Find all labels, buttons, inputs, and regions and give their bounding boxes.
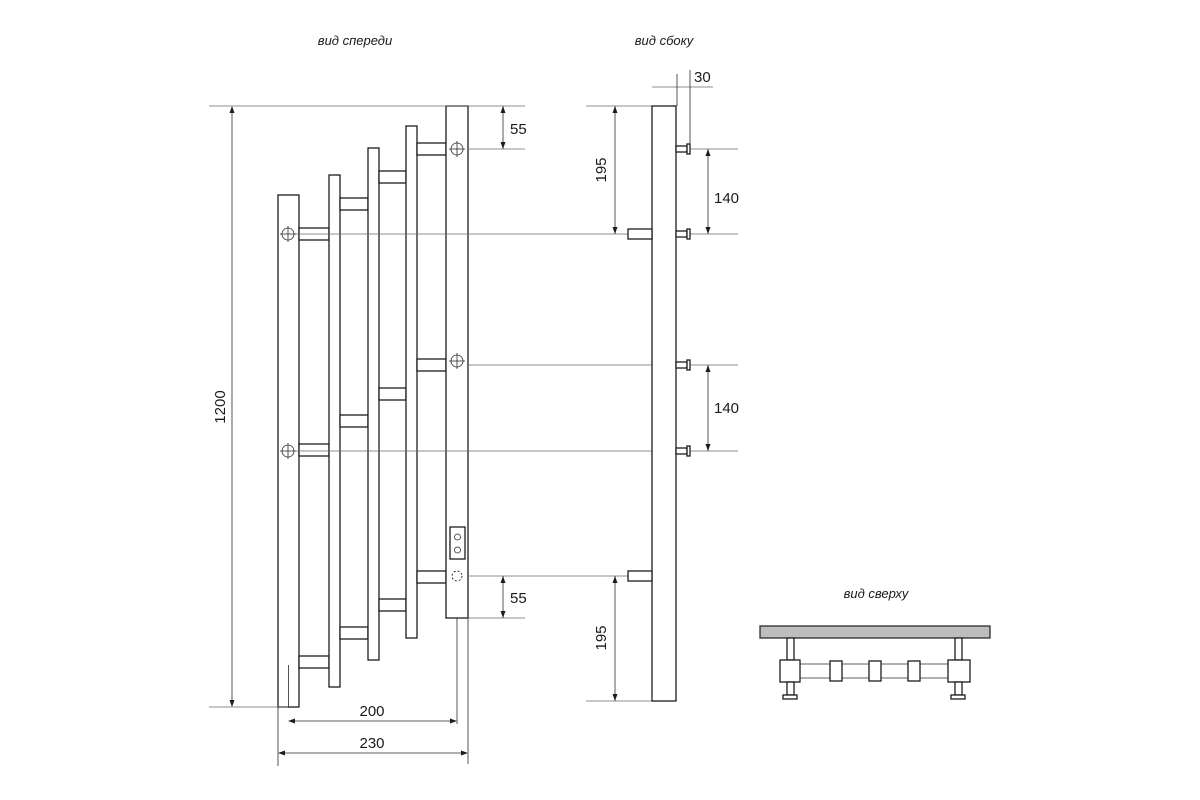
connector [298, 655, 330, 669]
dim-side-top-label: 195 [593, 157, 610, 182]
side-view-label: вид сбоку [635, 33, 695, 48]
connector [339, 626, 369, 640]
dim-inner-width-label: 200 [359, 703, 384, 720]
wall-bracket [675, 228, 691, 240]
connector [416, 358, 447, 372]
top-view-foot [782, 694, 798, 700]
top-view-foot [950, 694, 966, 700]
connector [416, 142, 447, 156]
top-view-foot [954, 681, 963, 696]
dim-depth [676, 70, 691, 144]
wall-bracket [675, 143, 691, 155]
dim-bottom-offset-label: 55 [510, 590, 527, 607]
dim-bracket-gap-upper-label: 140 [714, 190, 739, 207]
mount-hole-icon [280, 226, 296, 242]
dim-height [229, 106, 235, 707]
connector [378, 598, 407, 612]
connector [298, 443, 330, 457]
connector [378, 170, 407, 184]
dim-bracket-gap-lower-label: 140 [714, 400, 739, 417]
side-stub [627, 228, 653, 240]
front-view [277, 105, 469, 764]
top-view-foot [786, 681, 795, 696]
dim-top-offset [500, 106, 506, 149]
dim-inner-width [288, 718, 457, 724]
connector [339, 197, 369, 211]
top-view-end-block [779, 659, 801, 683]
top-view [759, 625, 991, 700]
mount-hole-icon [280, 443, 296, 459]
dim-outer-width-label: 230 [359, 735, 384, 752]
top-view-post [954, 637, 963, 661]
dim-height-label: 1200 [212, 390, 229, 423]
power-switch-icon [449, 526, 466, 560]
side-view [627, 105, 691, 702]
top-view-end-block [947, 659, 971, 683]
top-view-block [907, 660, 921, 682]
top-view-block [829, 660, 843, 682]
dim-bracket-gap-lower [705, 365, 711, 451]
connector [378, 387, 407, 401]
dim-side-bottom-label: 195 [593, 625, 610, 650]
dim-top-offset-label: 55 [510, 121, 527, 138]
mount-hole-icon [449, 353, 465, 369]
front-view-label: вид спереди [318, 33, 392, 48]
mount-hole-icon [449, 141, 465, 157]
dim-side-top [612, 106, 618, 234]
dim-depth-label: 30 [694, 69, 711, 86]
side-bar [651, 105, 677, 702]
dim-bottom-offset [500, 576, 506, 618]
wall-bracket [675, 445, 691, 457]
cable-entry-icon [451, 570, 463, 582]
top-view-bar [759, 625, 991, 639]
top-view-label: вид сверху [844, 586, 910, 601]
rail-bar [367, 147, 380, 661]
dim-bracket-gap-upper [705, 149, 711, 234]
connector [416, 570, 447, 584]
top-view-block [868, 660, 882, 682]
dim-outer-width [277, 707, 468, 766]
rail-bar [405, 125, 418, 639]
rail-bar [328, 174, 341, 688]
side-stub [627, 570, 653, 582]
connector [339, 414, 369, 428]
dim-side-bottom [612, 576, 618, 701]
wall-bracket [675, 359, 691, 371]
top-view-post [786, 637, 795, 661]
